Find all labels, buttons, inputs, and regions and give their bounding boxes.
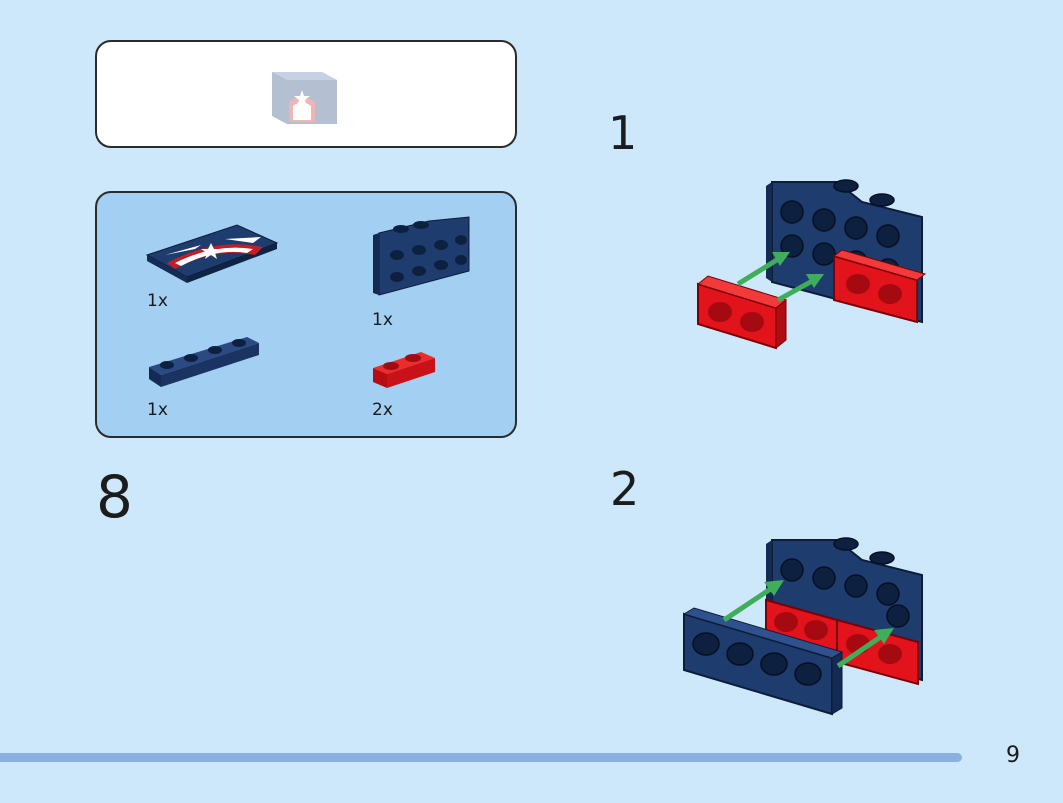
decorated-tile-part-icon [145, 224, 279, 283]
parts-list-panel: 1x 1x 1x [95, 191, 517, 438]
main-step-number: 8 [96, 463, 133, 531]
part-quantity: 2x [372, 400, 393, 420]
sub-step-number: 1 [608, 106, 638, 160]
subassembly-preview-box [95, 40, 517, 148]
bracket-plate-part-icon [373, 216, 470, 296]
part-quantity: 1x [147, 291, 168, 311]
faded-tile-preview-icon [272, 72, 337, 124]
part-quantity: 1x [372, 310, 393, 330]
sub-step-number: 2 [610, 462, 640, 516]
progress-bar [0, 753, 962, 762]
page-number: 9 [1006, 743, 1020, 768]
step-2-assembly-illustration [682, 537, 923, 716]
part-quantity: 1x [147, 400, 168, 420]
red-plate-1x2-part-icon [373, 352, 435, 388]
step-1-assembly-illustration [696, 179, 927, 350]
plate-1x4-part-icon [149, 337, 259, 387]
